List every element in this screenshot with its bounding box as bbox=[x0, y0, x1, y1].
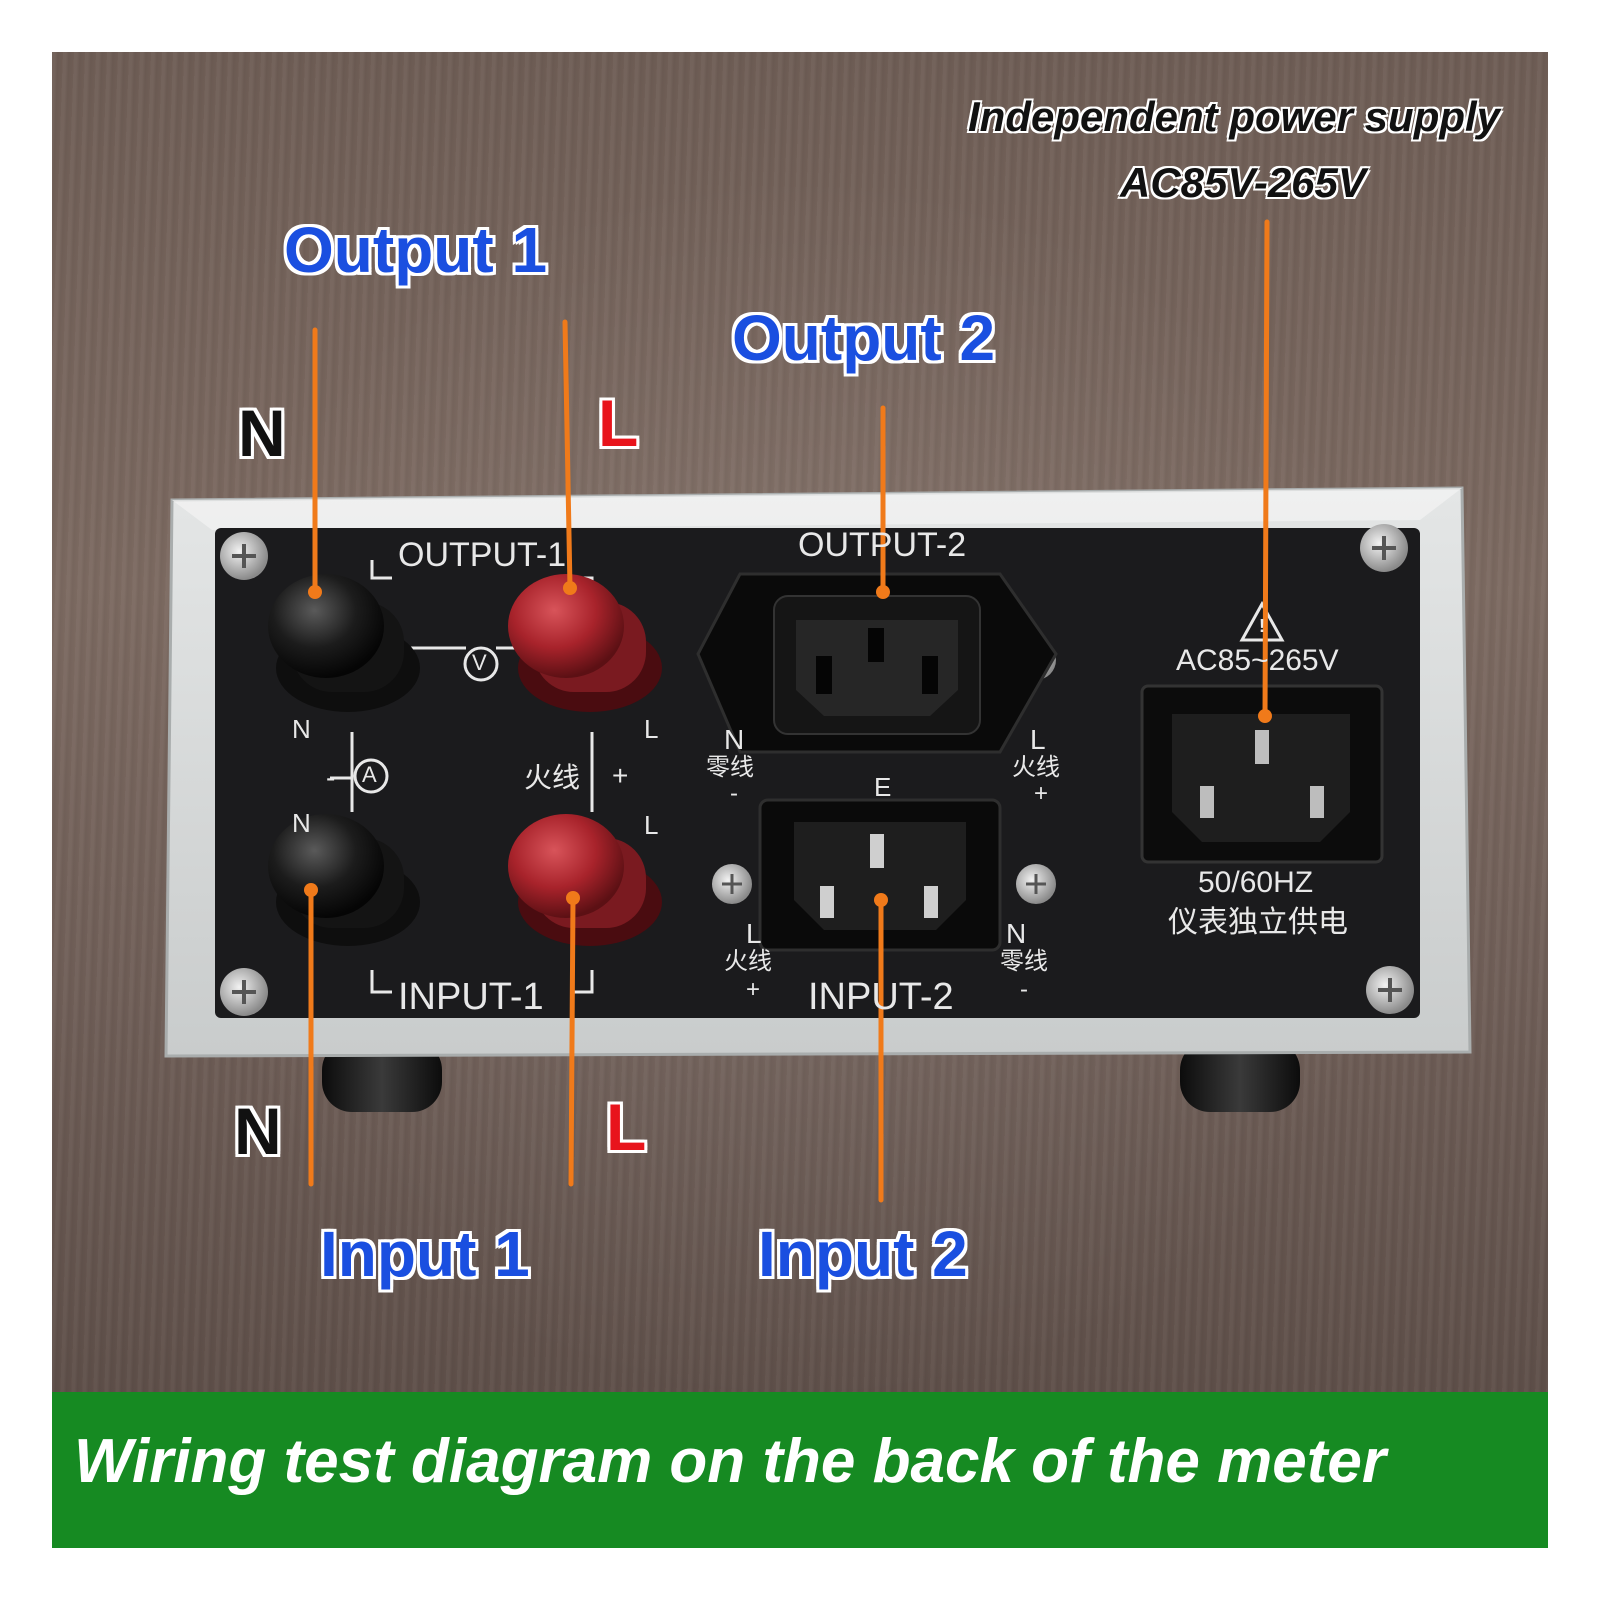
ammeter-symbol: A bbox=[362, 762, 377, 787]
panel-screws bbox=[220, 524, 1414, 1016]
input2-n-marking: N bbox=[1006, 918, 1027, 949]
power-inlet-socket bbox=[1140, 684, 1384, 864]
output1-panel-label: OUTPUT-1 bbox=[398, 536, 567, 574]
n-top-callout: N bbox=[238, 396, 286, 470]
frequency-text: 50/60HZ bbox=[1198, 866, 1314, 899]
output1-callout: Output 1 bbox=[284, 214, 548, 286]
independent-supply-cn-text: 仪表独立供电 bbox=[1168, 906, 1348, 939]
l-top-callout: L bbox=[598, 386, 639, 460]
output2-socket bbox=[696, 572, 1058, 754]
output2-live-cn: 火线 bbox=[1012, 754, 1060, 781]
input1-minus-marking: - bbox=[326, 762, 336, 793]
rubber-feet bbox=[322, 1040, 1300, 1112]
input1-panel-label: INPUT-1 bbox=[398, 976, 544, 1018]
warning-icon bbox=[1239, 600, 1285, 642]
input2-callout: Input 2 bbox=[758, 1218, 968, 1290]
input2-live-cn: 火线 bbox=[724, 948, 772, 975]
caption-banner bbox=[52, 1392, 1548, 1548]
output2-callout: Output 2 bbox=[732, 302, 996, 374]
input2-l-marking: L bbox=[746, 918, 762, 949]
input1-l-marking: L bbox=[644, 810, 659, 840]
input1-l-terminal bbox=[508, 814, 662, 946]
psu-callout-line1: Independent power supply bbox=[968, 93, 1501, 140]
input1-live-cn: 火线 bbox=[524, 762, 581, 793]
caption-text: Wiring test diagram on the back of the m… bbox=[74, 1427, 1386, 1496]
psu-callout-line2: AC85V-265V bbox=[1120, 159, 1366, 206]
output1-l-marking: L bbox=[644, 714, 659, 744]
output2-n-marking: N bbox=[724, 724, 745, 755]
input1-plus-marking: + bbox=[612, 760, 629, 791]
input1-n-marking: N bbox=[292, 808, 311, 838]
output1-l-terminal bbox=[508, 574, 662, 712]
earth-marking: E bbox=[874, 772, 892, 802]
leader-dots bbox=[304, 581, 1272, 907]
output1-n-marking: N bbox=[292, 714, 311, 744]
input2-panel-label: INPUT-2 bbox=[808, 976, 954, 1018]
input2-plus-marking: + bbox=[746, 976, 761, 1003]
output2-neutral-cn: 零线 bbox=[706, 754, 754, 781]
voltmeter-symbol: V bbox=[472, 650, 487, 675]
output2-plus-marking: + bbox=[1034, 780, 1049, 807]
output2-l-marking: L bbox=[1030, 724, 1046, 755]
output2-minus-marking: - bbox=[730, 780, 738, 807]
l-bottom-callout: L bbox=[606, 1090, 647, 1164]
power-rating-text: AC85~265V bbox=[1176, 644, 1339, 677]
output2-panel-label: OUTPUT-2 bbox=[798, 526, 967, 564]
output1-n-terminal bbox=[268, 574, 420, 712]
warning-symbol-text: ! bbox=[1259, 616, 1265, 636]
n-bottom-callout: N bbox=[234, 1094, 282, 1168]
input1-callout: Input 1 bbox=[320, 1218, 530, 1290]
input2-socket bbox=[758, 798, 1002, 952]
input2-neutral-cn: 零线 bbox=[1000, 948, 1048, 975]
leader-lines bbox=[308, 219, 1270, 1203]
input2-minus-marking: - bbox=[1020, 976, 1028, 1003]
